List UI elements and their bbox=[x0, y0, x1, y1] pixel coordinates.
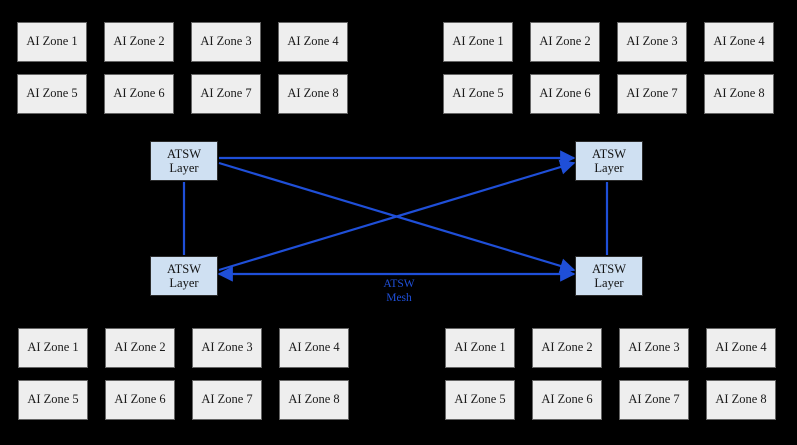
atsw-label-line2: Layer bbox=[594, 276, 624, 290]
ai-zone-box[interactable]: AI Zone 8 bbox=[706, 380, 776, 420]
atsw-label-line2: Layer bbox=[169, 161, 199, 175]
ai-zone-box[interactable]: AI Zone 2 bbox=[532, 328, 602, 368]
ai-zone-box[interactable]: AI Zone 3 bbox=[191, 22, 261, 62]
ai-zone-box[interactable]: AI Zone 1 bbox=[18, 328, 88, 368]
ai-zone-box[interactable]: AI Zone 6 bbox=[104, 74, 174, 114]
ai-zone-box[interactable]: AI Zone 6 bbox=[530, 74, 600, 114]
ai-zone-box[interactable]: AI Zone 6 bbox=[532, 380, 602, 420]
ai-zone-box[interactable]: AI Zone 2 bbox=[105, 328, 175, 368]
ai-zone-box[interactable]: AI Zone 8 bbox=[704, 74, 774, 114]
mesh-link-diagonal-up bbox=[218, 159, 576, 272]
atsw-label-line1: ATSW bbox=[166, 146, 202, 161]
atsw-label-line1: ATSW bbox=[591, 261, 627, 276]
ai-zone-box[interactable]: AI Zone 1 bbox=[445, 328, 515, 368]
atsw-label-line2: Layer bbox=[169, 276, 199, 290]
ai-zone-box[interactable]: AI Zone 4 bbox=[704, 22, 774, 62]
ai-zone-box[interactable]: AI Zone 4 bbox=[278, 22, 348, 62]
ai-zone-box[interactable]: AI Zone 1 bbox=[443, 22, 513, 62]
ai-zone-box[interactable]: AI Zone 8 bbox=[278, 74, 348, 114]
ai-zone-box[interactable]: AI Zone 7 bbox=[191, 74, 261, 114]
ai-zone-box[interactable]: AI Zone 8 bbox=[279, 380, 349, 420]
ai-zone-box[interactable]: AI Zone 3 bbox=[619, 328, 689, 368]
atsw-mesh-label-line2: Mesh bbox=[386, 291, 412, 304]
ai-zone-box[interactable]: AI Zone 4 bbox=[279, 328, 349, 368]
ai-zone-box[interactable]: AI Zone 5 bbox=[18, 380, 88, 420]
ai-zone-box[interactable]: AI Zone 4 bbox=[706, 328, 776, 368]
mesh-link-diagonal-down bbox=[218, 161, 576, 274]
ai-zone-box[interactable]: AI Zone 3 bbox=[192, 328, 262, 368]
ai-zone-box[interactable]: AI Zone 1 bbox=[17, 22, 87, 62]
ai-zone-box[interactable]: AI Zone 7 bbox=[617, 74, 687, 114]
atsw-label-line2: Layer bbox=[594, 161, 624, 175]
atsw-label-line1: ATSW bbox=[591, 146, 627, 161]
atsw-mesh-label: ATSW Mesh bbox=[369, 278, 429, 306]
atsw-mesh-label-line1: ATSW bbox=[383, 278, 415, 290]
ai-zone-box[interactable]: AI Zone 7 bbox=[192, 380, 262, 420]
ai-zone-box[interactable]: AI Zone 6 bbox=[105, 380, 175, 420]
ai-zone-box[interactable]: AI Zone 7 bbox=[619, 380, 689, 420]
ai-zone-box[interactable]: AI Zone 5 bbox=[17, 74, 87, 114]
ai-zone-box[interactable]: AI Zone 3 bbox=[617, 22, 687, 62]
ai-zone-box[interactable]: AI Zone 2 bbox=[530, 22, 600, 62]
ai-zone-box[interactable]: AI Zone 5 bbox=[445, 380, 515, 420]
ai-zone-box[interactable]: AI Zone 5 bbox=[443, 74, 513, 114]
ai-zone-box[interactable]: AI Zone 2 bbox=[104, 22, 174, 62]
atsw-label-line1: ATSW bbox=[166, 261, 202, 276]
